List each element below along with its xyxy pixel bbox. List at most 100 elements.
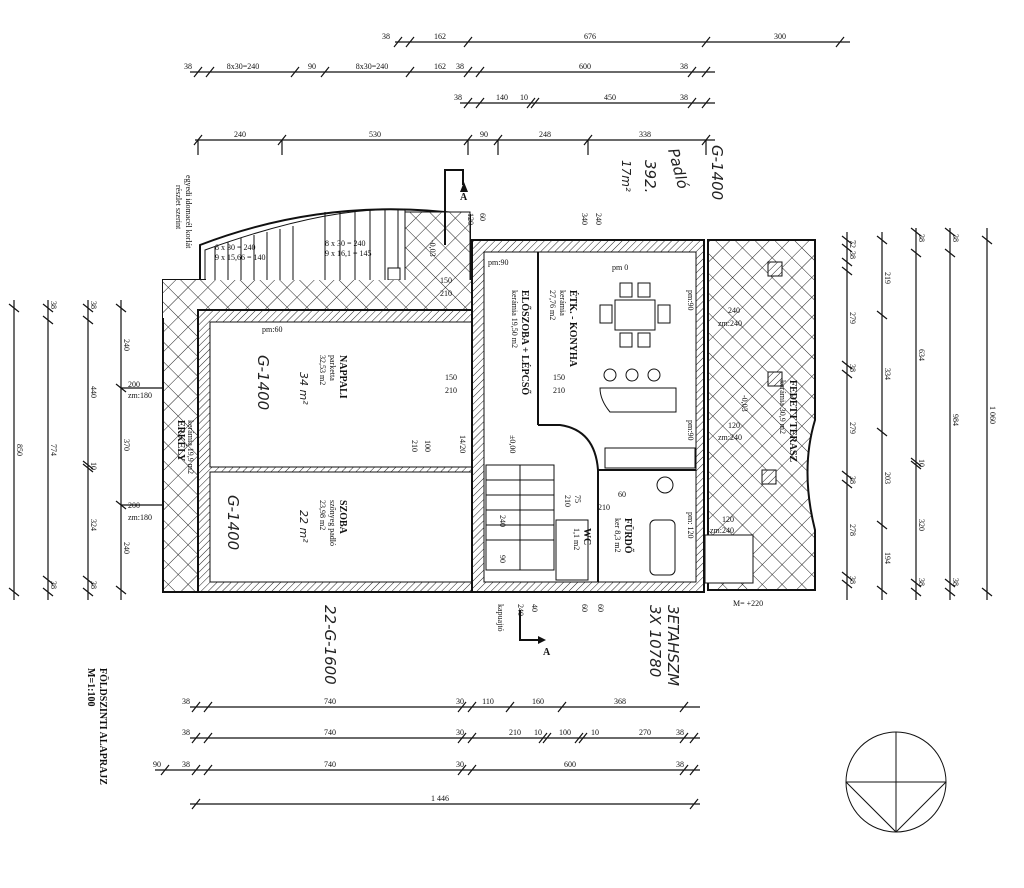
dimension-tick [679,764,689,776]
dimension-label: 90 [153,760,161,769]
level-terrace: -0,03 [740,395,749,412]
dimension-label: 38 [182,760,190,769]
dimension-label: 440 [89,386,98,398]
window-sill: zm:240 [710,526,734,535]
room-furdo-name: FÜRDŐ [622,518,635,554]
dimension-label: 38 [182,728,190,737]
dimension-tick [405,36,415,48]
dimension-label: 320 [917,519,926,531]
dimension-label: 100 [559,728,571,737]
parapet: pm:90 [686,420,695,440]
dimension-tick [841,479,853,489]
dimension-tick [841,257,853,267]
stair-b-line2: 9 x 16,1 = 145 [325,249,372,258]
door-width: 100 [423,440,432,452]
dimension-tick [82,315,94,325]
dimension-label: 1 446 [431,794,449,803]
top-opening: 240 [594,213,603,225]
outer-stairs: 8 x 30 = 240 9 x 15,66 = 140 8 x 30 = 24… [174,175,471,297]
dimension-label: 10 [520,93,528,102]
dimension-tick [42,315,54,325]
dimension-tick [203,732,213,744]
dimension-label: 10 [591,728,599,737]
dimension-tick [467,732,477,744]
dimension-tick [191,798,201,810]
parapet: pm:90 [686,290,695,310]
stair-a-line2: 9 x 15,66 = 140 [215,253,266,262]
dimension-tick [405,66,415,78]
dimension-tick [876,585,888,595]
dimension-label: 248 [539,130,551,139]
opening-labels: 150 210 150 210 150 210 100 210 14/20 75… [128,213,742,632]
dimension-tick [457,732,467,744]
room-erkely-name: ERKÉLY [175,420,187,462]
dimension-tick [578,732,588,744]
door-height: 210 [553,386,565,395]
room-nappali-area: 32,53 m2 [318,355,327,385]
dimension-label: 38 [382,32,390,41]
dimension-tick [910,457,922,467]
dimension-tick [944,248,956,258]
room-nappali-name: NAPPALI [337,355,348,399]
dimension-label: 1 060 [988,406,997,424]
note: 22-G-1600 [321,605,339,685]
note: 22 m² [297,510,310,543]
gate-label: kapuajtó [496,604,505,632]
dimension-label: 850 [15,444,24,456]
dimension-label: 370 [122,439,131,451]
handwritten-notes: G-1400 34 m² G-1400 22 m² 22-G-1600 Padl… [224,145,726,686]
room-erkely-floor: kerámia 19,9 m2 [186,420,195,474]
terrace-column [767,261,783,277]
dimension-tick [557,701,567,713]
window-sill: zm:180 [128,391,152,400]
room-szoba-name: SZOBA [337,500,348,535]
stair-dim: 240 [498,515,507,527]
dimension-tick [981,587,993,597]
dimension-label: 530 [369,130,381,139]
dimension-label: 278 [848,524,857,536]
dimension-label: 270 [639,728,651,737]
door-width: 150 [445,373,457,382]
dimension-label: 334 [883,368,892,380]
plan-scale: M=1:100 [85,668,96,706]
dimension-tick [944,578,956,588]
note: 3X 10780 [646,605,664,677]
dimension-label: 774 [49,444,58,456]
dimension-tick [191,732,201,744]
dimension-tick [841,470,853,480]
top-opening: 340 [580,213,589,225]
parapet: pm: 120 [686,512,695,538]
dimension-tick [910,578,922,588]
section-label: A [543,647,551,658]
dimension-tick [841,266,853,276]
dimension-tick [191,764,201,776]
dimension-label: 72 [848,240,857,248]
interior-stair [485,464,555,571]
dimension-tick [910,587,922,597]
dimension-label: 600 [579,62,591,71]
note: Padló [664,146,692,190]
window-width: 200 [128,380,140,389]
dimension-tick [910,460,922,470]
dimension-label: 210 [509,728,521,737]
covered-terrace-area [707,239,816,591]
note: 3ETAHSZM [664,605,682,686]
dimension-tick [835,36,845,48]
top-opening: 60 [478,213,487,221]
room-furdo-area: ker 8,3 m2 [613,518,622,552]
dimension-label: 30 [456,697,464,706]
railing-note-2: részlet szerint [174,185,183,230]
dimension-tick [876,310,888,320]
dimension-label: 240 [234,130,246,139]
dimension-tick [841,571,853,581]
door-width: 150 [553,373,565,382]
dimension-tick [689,798,699,810]
note: G-1400 [224,495,242,550]
dimension-label: 160 [532,697,544,706]
dimension-label: 38 [89,301,98,309]
dimension-tick [505,701,515,713]
note: G-1400 [708,145,726,200]
dimension-label: 8x30=240 [227,62,260,71]
dimension-tick [203,764,213,776]
